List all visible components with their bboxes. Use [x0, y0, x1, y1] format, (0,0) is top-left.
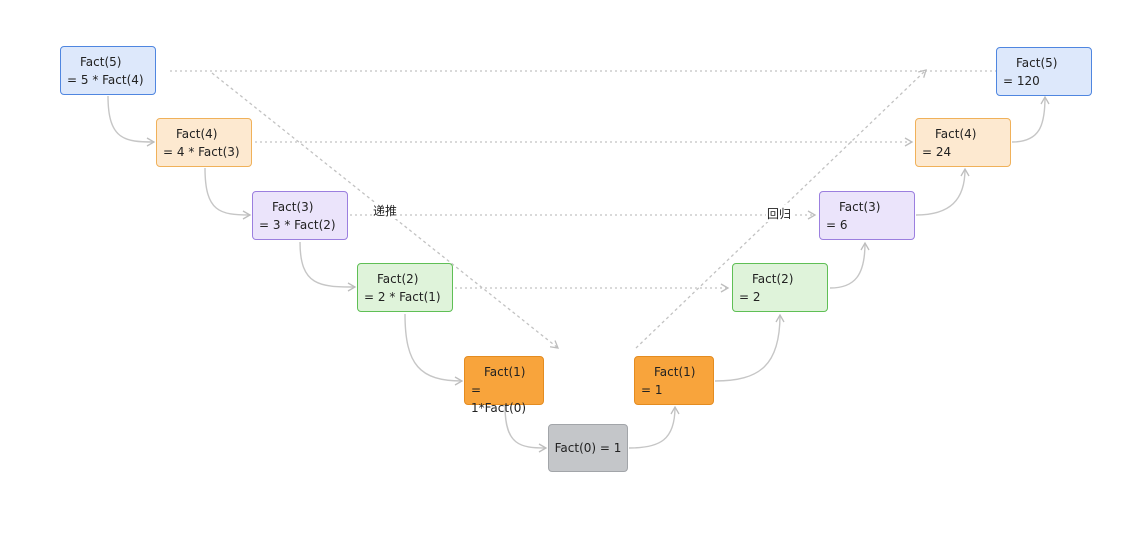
node-title: Fact(5)	[80, 55, 122, 69]
ascend-label: 回归	[766, 205, 793, 222]
descend-arrow	[211, 72, 560, 349]
node-expression: = 1	[641, 383, 663, 397]
node-title: Fact(1)	[484, 365, 526, 379]
connector-right-0-1	[628, 405, 680, 449]
node-title: Fact(4)	[176, 127, 218, 141]
node-title: Fact(3)	[272, 200, 314, 214]
node-expression: = 3 * Fact(2)	[259, 218, 336, 232]
descend-label: 递推	[372, 202, 399, 219]
node-title: Fact(4)	[935, 127, 977, 141]
connector-right-2-3	[829, 241, 870, 289]
node-expression: = 4 * Fact(3)	[163, 145, 240, 159]
connector-left-2-1	[404, 313, 464, 386]
node-expression: = 5 * Fact(4)	[67, 73, 144, 87]
node-right-fact4: Fact(4) = 24	[915, 118, 1011, 167]
node-label: Fact(0) = 1	[554, 441, 622, 455]
node-left-fact2: Fact(2) = 2 * Fact(1)	[357, 263, 453, 312]
node-expression: = 120	[1003, 74, 1040, 88]
node-right-fact1: Fact(1) = 1	[634, 356, 714, 405]
node-expression: = 2	[739, 290, 761, 304]
connector-right-3-4	[915, 167, 970, 216]
node-left-fact3: Fact(3) = 3 * Fact(2)	[252, 191, 348, 240]
node-right-fact3: Fact(3) = 6	[819, 191, 915, 240]
node-right-fact5: Fact(5) = 120	[996, 47, 1092, 96]
connector-right-4-5	[1011, 95, 1050, 143]
node-left-fact5: Fact(5) = 5 * Fact(4)	[60, 46, 156, 95]
node-expression: = 24	[922, 145, 952, 159]
node-title: Fact(2)	[752, 272, 794, 286]
node-title: Fact(3)	[839, 200, 881, 214]
connector-left-1-0	[504, 405, 548, 453]
connector-left-5-4	[107, 95, 156, 147]
node-base-fact0: Fact(0) = 1	[548, 424, 628, 472]
node-title: Fact(1)	[654, 365, 696, 379]
node-title: Fact(5)	[1016, 56, 1058, 70]
node-left-fact1: Fact(1) = 1*Fact(0)	[464, 356, 544, 415]
node-expression: = 6	[826, 218, 848, 232]
node-right-fact2: Fact(2) = 2	[732, 263, 828, 312]
node-left-fact4: Fact(4) = 4 * Fact(3)	[156, 118, 252, 167]
node-expression: = 1*Fact(0)	[471, 383, 527, 415]
connector-left-4-3	[204, 167, 252, 220]
node-expression: = 2 * Fact(1)	[364, 290, 441, 304]
connector-right-1-2	[714, 313, 785, 382]
connector-left-3-2	[299, 241, 357, 292]
node-title: Fact(2)	[377, 272, 419, 286]
